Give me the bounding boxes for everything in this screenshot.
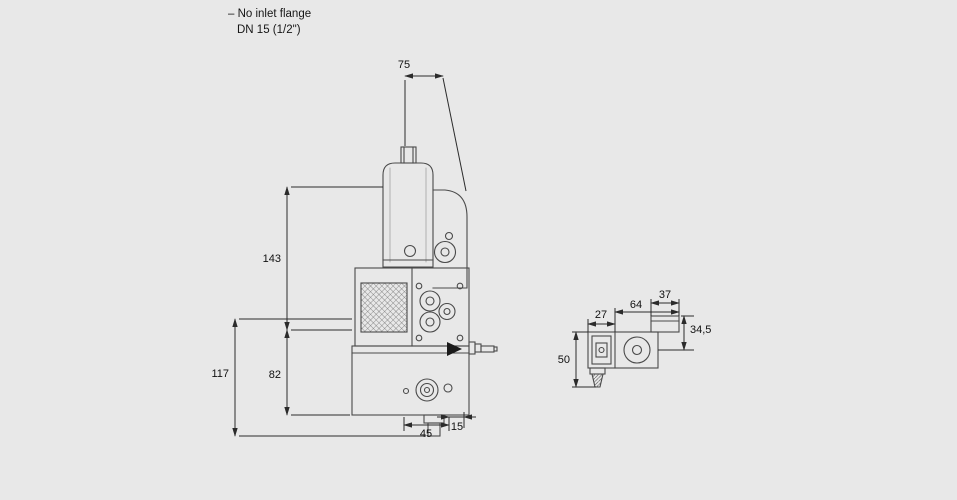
- dim-top-width: 75: [398, 59, 467, 192]
- dim-side-box-height-value: 34,5: [690, 324, 711, 336]
- solenoid-side-view: [587, 315, 680, 388]
- dim-overall-height: 117: [211, 318, 426, 437]
- bolt-hole: [415, 334, 423, 342]
- side-housing: [432, 189, 468, 289]
- variant-note: – No inlet flange DN 15 (1/2"): [228, 6, 311, 38]
- bottom-screw: [402, 387, 410, 395]
- sight-glass: [403, 244, 417, 258]
- dim-lower-height-value: 82: [269, 369, 281, 381]
- adjustment-screw-upper: [419, 290, 441, 312]
- dim-side-coil-width-value: 27: [595, 309, 607, 321]
- cable-gland-base: [589, 367, 606, 375]
- dim-upper-height-value: 143: [263, 253, 281, 265]
- bottom-port: [415, 378, 439, 402]
- dim-top-width-value: 75: [398, 59, 410, 71]
- bolt-hole: [456, 334, 464, 342]
- drain-boss: [423, 414, 445, 424]
- flow-arrow: [447, 342, 462, 356]
- coil-core-pin: [598, 346, 605, 354]
- adjustment-screw-mid: [438, 302, 456, 321]
- side-housing-port-inner: [440, 247, 450, 257]
- dim-lower-height: 82: [269, 329, 352, 416]
- dim-side-body-width: 64: [614, 299, 680, 316]
- bottom-screw: [443, 383, 453, 393]
- cable-gland: [591, 373, 604, 388]
- dim-side-box-width: 37: [650, 289, 680, 316]
- bottom-port-ring: [419, 382, 435, 398]
- strainer-screen: [360, 282, 408, 333]
- test-port-base: [468, 341, 476, 355]
- adjustment-screw-lower: [419, 311, 441, 333]
- coil-core: [595, 342, 608, 358]
- test-port-nut: [474, 343, 482, 353]
- valve-bottom-block: [351, 345, 470, 416]
- dim-bottom-offset: 15: [437, 412, 476, 433]
- adjustment-screw-lower-inner: [425, 317, 435, 327]
- bottom-port-center: [423, 386, 431, 394]
- dim-bottom-width-value: 45: [420, 428, 432, 440]
- solenoid-end-center: [631, 344, 643, 356]
- variant-note-line-1: – No inlet flange: [228, 8, 312, 20]
- dim-bottom-width: 45: [403, 417, 450, 440]
- dimension-annotations: 75 143 82 117 45: [211, 59, 711, 440]
- side-housing-screw: [444, 231, 454, 241]
- adjustment-screw-upper-inner: [425, 296, 435, 306]
- variant-note-line-2: DN 15 (1/2"): [237, 24, 301, 36]
- dim-side-box-height: 34,5: [658, 315, 711, 351]
- dim-overall-height-value: 117: [211, 368, 229, 380]
- side-housing-port: [433, 240, 457, 264]
- adjustment-screw-mid-inner: [443, 307, 451, 316]
- dim-side-box-width-value: 37: [659, 289, 671, 301]
- dim-side-coil-width: 27: [587, 308, 616, 332]
- coil-section: [591, 335, 612, 365]
- test-port-nipple: [480, 345, 495, 353]
- test-port-tip: [493, 346, 498, 352]
- valve-front-view: [351, 146, 498, 437]
- dim-side-height-value: 50: [558, 354, 570, 366]
- bolt-hole: [456, 282, 464, 290]
- actuator-cylinder: [382, 162, 434, 268]
- ext-line: [442, 77, 467, 192]
- top-bolt: [400, 146, 417, 164]
- dim-side-height: 50: [558, 331, 596, 388]
- terminal-box: [650, 315, 680, 333]
- bolt-hole: [415, 282, 423, 290]
- solenoid-end-circle: [623, 336, 651, 364]
- dim-upper-height: 143: [263, 186, 383, 331]
- dim-bottom-offset-value: 15: [451, 421, 463, 433]
- dim-side-body-width-value: 64: [630, 299, 642, 311]
